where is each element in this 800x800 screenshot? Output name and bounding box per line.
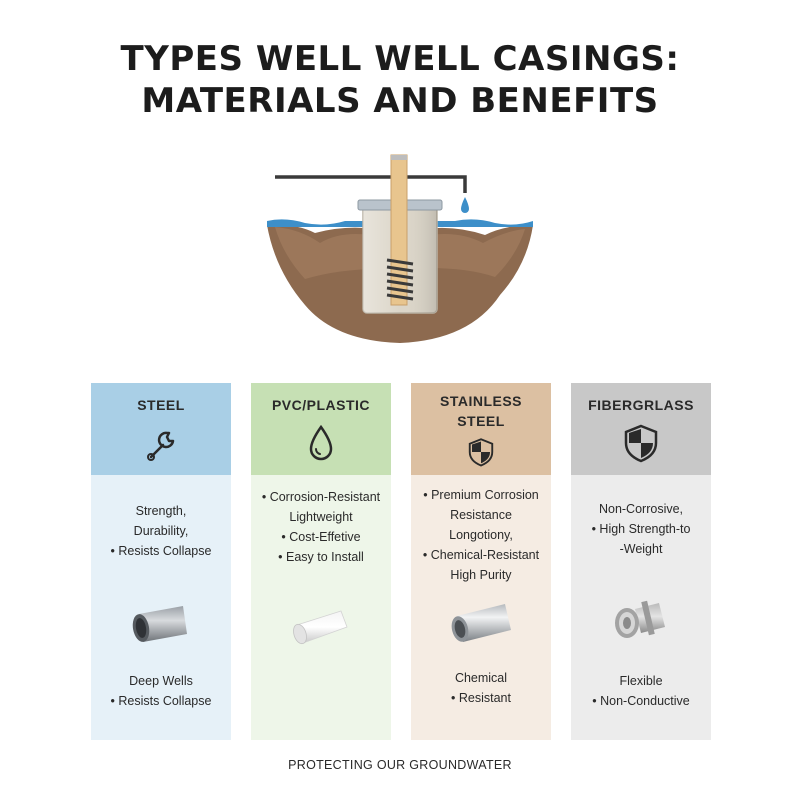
benefit-item: • Easy to Install <box>278 550 364 564</box>
benefits-list: Non-Corrosive, • High Strength-to -Weigh… <box>571 499 711 559</box>
material-column-pvc: PVC/PLASTIC • Corrosion-Resistant Lightw… <box>251 383 391 740</box>
benefit-item: High Purity <box>450 568 512 582</box>
material-name: STAINLESS STEEL <box>411 391 551 431</box>
benefit-item: -Weight <box>619 542 663 556</box>
material-name-line: STEEL <box>457 413 505 429</box>
material-name: FIBERGRLASS <box>571 395 711 415</box>
material-name-line: STEEL <box>137 397 185 413</box>
stainless-pipe-image <box>451 604 511 642</box>
material-column-steel: STEEL Strength, Durability, • Resists Co… <box>91 383 231 740</box>
pvc-pipe-image <box>293 610 348 645</box>
use-item: Chemical <box>454 671 508 685</box>
column-body: Strength, Durability, • Resists Collapse… <box>91 475 231 740</box>
footer-tagline: PROTECTING OUR GROUNDWATER <box>288 758 512 772</box>
material-name-line: FIBERGRLASS <box>588 397 694 413</box>
column-body: Non-Corrosive, • High Strength-to -Weigh… <box>571 475 711 740</box>
column-body: • Premium Corrosion Resistance Longotion… <box>411 475 551 740</box>
use-item: Flexible <box>619 674 663 688</box>
water-drop-icon <box>309 424 333 461</box>
benefit-item: • Resists Collapse <box>110 544 212 558</box>
column-body: • Corrosion-Resistant Lightweight • Cost… <box>251 475 391 740</box>
fiberglass-pipe-image <box>615 600 665 638</box>
material-name-line: STAINLESS <box>439 393 523 409</box>
material-name: STEEL <box>91 395 231 415</box>
shield-icon <box>624 424 658 463</box>
use-item: • Resists Collapse <box>110 694 212 708</box>
page-title: TYPES WELL WELL CASINGS: MATERIALS AND B… <box>0 38 800 122</box>
benefit-item: • Cost-Effetive <box>281 530 361 544</box>
material-name: PVC/PLASTIC <box>251 395 391 415</box>
column-header: STAINLESS STEEL <box>411 383 551 475</box>
title-line-1: TYPES WELL WELL CASINGS: <box>120 39 680 79</box>
benefit-item: • Chemical-Resistant <box>422 548 540 562</box>
wrench-icon <box>147 431 175 461</box>
benefits-list: • Corrosion-Resistant Lightweight • Cost… <box>251 487 391 567</box>
steel-pipe-image <box>132 606 187 642</box>
uses-list: Deep Wells • Resists Collapse <box>91 671 231 711</box>
benefits-list: • Premium Corrosion Resistance Longotion… <box>411 485 551 585</box>
benefits-list: Strength, Durability, • Resists Collapse <box>91 501 231 561</box>
column-header: PVC/PLASTIC <box>251 383 391 475</box>
use-item: • Resistant <box>451 691 511 705</box>
benefit-item: Longotiony, <box>449 528 513 542</box>
material-column-stainless-steel: STAINLESS STEEL • Premium Corrosion Resi… <box>411 383 551 740</box>
benefit-item: Non-Corrosive, <box>598 502 684 516</box>
benefit-item: • Corrosion-Resistant <box>261 490 381 504</box>
material-name-line: PVC/PLASTIC <box>271 397 371 413</box>
uses-list: Chemical • Resistant <box>411 668 551 708</box>
title-line-2: MATERIALS AND BENEFITS <box>141 81 659 121</box>
use-item: • Non-Conductive <box>592 694 690 708</box>
benefit-item: • Premium Corrosion <box>423 488 539 502</box>
column-header: STEEL <box>91 383 231 475</box>
material-column-fiberglass: FIBERGRLASS Non-Corrosive, • High Streng… <box>571 383 711 740</box>
benefit-item: Resistance <box>450 508 512 522</box>
benefit-item: • High Strength-to <box>591 522 691 536</box>
shield-icon <box>468 438 494 467</box>
benefit-item: Durability, <box>133 524 189 538</box>
use-item: Deep Wells <box>129 674 193 688</box>
column-header: FIBERGRLASS <box>571 383 711 475</box>
well-casing-illustration <box>267 154 533 343</box>
benefit-item: Lightweight <box>289 510 353 524</box>
uses-list: Flexible • Non-Conductive <box>571 671 711 711</box>
benefit-item: Strength, <box>135 504 187 518</box>
